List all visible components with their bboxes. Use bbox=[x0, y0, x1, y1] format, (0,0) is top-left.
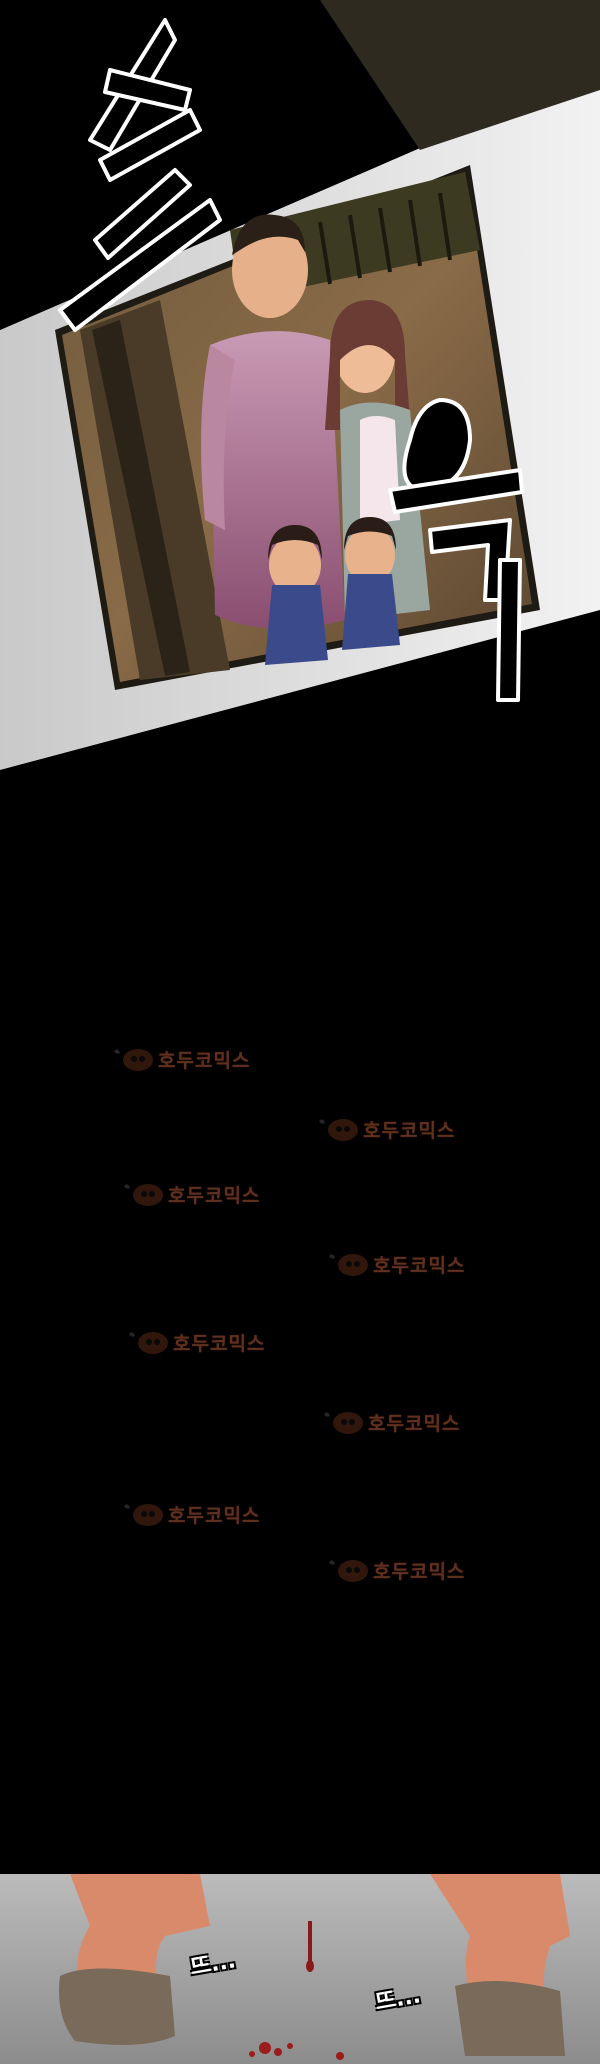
watermark: 호두코믹스 bbox=[325, 1250, 465, 1278]
watermark-text: 호두코믹스 bbox=[158, 1049, 251, 1072]
walnut-logo-icon bbox=[329, 1560, 368, 1582]
watermark: 호두코믹스 bbox=[120, 1180, 260, 1208]
watermark-text: 호두코믹스 bbox=[168, 1504, 261, 1527]
walnut-logo-icon bbox=[324, 1412, 363, 1434]
family-photo-panel bbox=[0, 0, 600, 780]
watermark-text: 호두코믹스 bbox=[368, 1412, 461, 1435]
watermark-text: 호두코믹스 bbox=[168, 1184, 261, 1207]
watermark-text: 호두코믹스 bbox=[373, 1560, 466, 1583]
sfx-top-right-text: 윽 bbox=[8, 12, 9, 13]
family-photo-illustration bbox=[0, 0, 600, 780]
sfx-right-glyph bbox=[388, 398, 524, 702]
walnut-logo-icon bbox=[129, 1332, 168, 1354]
watermark: 호두코믹스 bbox=[325, 1556, 465, 1584]
walnut-logo-icon bbox=[124, 1504, 163, 1526]
watermark: 호두코믹스 bbox=[320, 1408, 460, 1436]
watermark-text: 호두코믹스 bbox=[363, 1119, 456, 1142]
walnut-logo-icon bbox=[114, 1049, 153, 1071]
sfx-left-glyph bbox=[58, 18, 222, 332]
walnut-logo-icon bbox=[124, 1184, 163, 1206]
sfx-top-left-text: 프 bbox=[8, 8, 9, 9]
walnut-logo-icon bbox=[329, 1254, 368, 1276]
feet-panel: 뜨... 뜨... bbox=[0, 1866, 600, 2064]
watermark-text: 호두코믹스 bbox=[373, 1254, 466, 1277]
watermark: 호두코믹스 bbox=[120, 1500, 260, 1528]
watermark-text: 호두코믹스 bbox=[173, 1332, 266, 1355]
feet-illustration bbox=[0, 1866, 600, 2064]
watermark: 호두코믹스 bbox=[315, 1115, 455, 1143]
watermark: 호두코믹스 bbox=[125, 1328, 265, 1356]
watermark: 호두코믹스 bbox=[110, 1045, 250, 1073]
walnut-logo-icon bbox=[319, 1119, 358, 1141]
